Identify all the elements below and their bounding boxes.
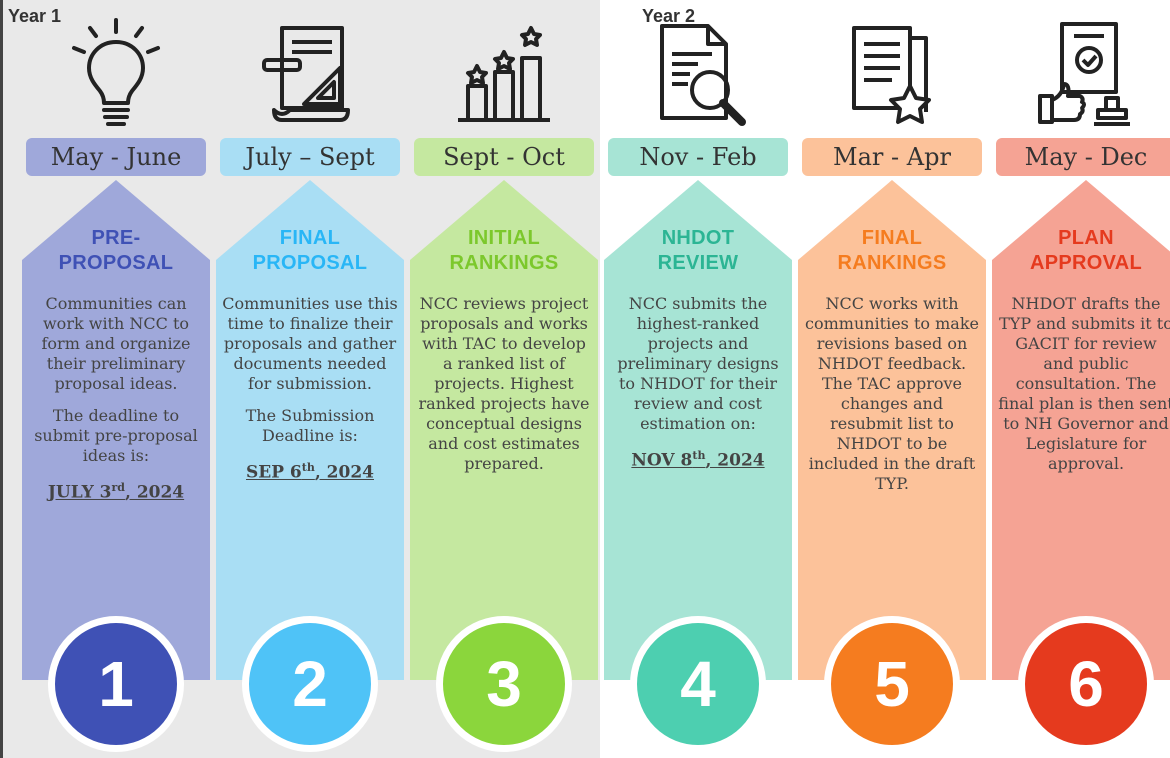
step-description: NHDOT drafts the TYP and submits it to G…	[998, 294, 1170, 486]
step-arrow	[410, 180, 598, 680]
date-range-pill: Mar - Apr	[802, 138, 982, 176]
step-deadline-date: JULY 3rd, 2024	[28, 478, 204, 503]
step-heading: PRE- PROPOSAL	[22, 226, 210, 276]
step-heading-line-1: FINAL	[279, 227, 341, 249]
deadline-main: SEP 6	[245, 462, 302, 483]
step-description: Communities use this time to finalize th…	[222, 294, 398, 483]
deadline-suffix: th	[301, 461, 315, 474]
step-heading-line-2: RANKINGS	[449, 252, 559, 274]
deadline-main: JULY 3	[47, 482, 112, 503]
step-text: NHDOT drafts the TYP and submits it to G…	[998, 294, 1170, 473]
step-heading-line-2: PROPOSAL	[58, 252, 174, 274]
step-heading: FINAL RANKINGS	[798, 226, 986, 276]
deadline-year: , 2024	[124, 482, 185, 503]
step-heading-line-1: PRE-	[91, 227, 141, 249]
step-arrow	[798, 180, 986, 680]
step-heading-line-2: APPROVAL	[1029, 252, 1143, 274]
step-deadline-intro: The Submission Deadline is:	[245, 406, 375, 445]
deadline-suffix: rd	[111, 481, 125, 494]
step-number-circle: 5	[824, 616, 960, 752]
step-heading-line-1: PLAN	[1058, 227, 1114, 249]
step-description: Communities can work with NCC to form an…	[28, 294, 204, 503]
step-arrow	[22, 180, 210, 680]
step-arrow	[992, 180, 1170, 680]
deadline-suffix: th	[692, 449, 706, 462]
step-heading: INITIAL RANKINGS	[410, 226, 598, 276]
deadline-main: NOV 8	[631, 450, 693, 471]
step-text: Communities use this time to finalize th…	[222, 294, 398, 393]
step-text: Communities can work with NCC to form an…	[41, 294, 191, 393]
drafting-document-icon	[260, 14, 360, 134]
date-range-pill: May - Dec	[996, 138, 1170, 176]
deadline-year: , 2024	[705, 450, 765, 471]
document-search-icon	[648, 14, 748, 134]
step-heading: NHDOT REVIEW	[604, 226, 792, 276]
step-heading-line-1: NHDOT	[661, 227, 735, 249]
lightbulb-icon	[66, 14, 166, 134]
date-range-pill: July – Sept	[220, 138, 400, 176]
step-heading: PLAN APPROVAL	[992, 226, 1170, 276]
document-star-icon	[842, 14, 942, 134]
step-deadline-date: SEP 6th, 2024	[222, 458, 398, 483]
step-number-circle: 2	[242, 616, 378, 752]
year-1-label: Year 1	[8, 6, 62, 26]
step-heading-line-2: REVIEW	[657, 252, 739, 274]
step-number-circle: 6	[1018, 616, 1154, 752]
step-text: NCC works with communities to make revis…	[805, 294, 979, 493]
date-range-pill: May - June	[26, 138, 206, 176]
step-heading: FINAL PROPOSAL	[216, 226, 404, 276]
date-range-pill: Nov - Feb	[608, 138, 788, 176]
step-deadline-intro: The deadline to submit pre-proposal idea…	[34, 406, 198, 465]
step-heading-line-1: FINAL	[861, 227, 923, 249]
step-number-circle: 1	[48, 616, 184, 752]
step-heading-line-1: INITIAL	[467, 227, 541, 249]
step-description: NCC works with communities to make revis…	[804, 294, 980, 506]
step-number-circle: 3	[436, 616, 572, 752]
step-heading-line-2: PROPOSAL	[252, 252, 368, 274]
step-number-circle: 4	[630, 616, 766, 752]
step-text: NCC submits the highest-ranked projects …	[617, 294, 779, 433]
ranking-chart-icon	[454, 14, 554, 134]
step-heading-line-2: RANKINGS	[837, 252, 947, 274]
step-description: NCC submits the highest-ranked projects …	[610, 294, 786, 471]
year-2-label: Year 2	[642, 6, 696, 26]
step-arrow	[216, 180, 404, 680]
date-range-pill: Sept - Oct	[414, 138, 594, 176]
step-arrow	[604, 180, 792, 680]
step-text: NCC reviews project proposals and works …	[418, 294, 590, 473]
step-deadline-date: NOV 8th, 2024	[610, 446, 786, 471]
deadline-year: , 2024	[314, 462, 374, 483]
step-description: NCC reviews project proposals and works …	[416, 294, 592, 486]
approval-stamp-icon	[1036, 14, 1136, 134]
